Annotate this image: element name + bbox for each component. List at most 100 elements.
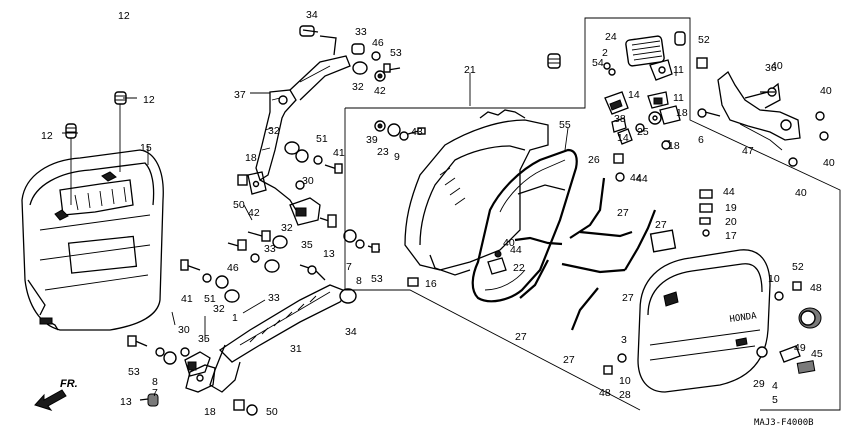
callout-21: 21 [464,64,476,76]
callout-24: 24 [605,31,617,43]
callout-13: 13 [323,248,335,260]
callout-27: 27 [617,207,629,219]
callout-28: 28 [619,389,631,401]
callout-31: 31 [290,343,302,355]
callout-18: 18 [245,152,257,164]
callout-32: 32 [268,125,280,137]
callout-52: 52 [792,261,804,273]
callout-41: 41 [333,147,345,159]
callout-32: 32 [281,222,293,234]
callout-12: 12 [143,94,155,106]
callout-7: 7 [152,387,158,399]
callout-44: 44 [636,173,648,185]
fasteners-center [374,120,426,141]
callout-35: 35 [301,239,313,251]
callout-49: 49 [794,342,806,354]
straps-27 [514,177,657,331]
front-direction-label: FR. [60,378,78,390]
callout-20: 20 [725,216,737,228]
callout-19: 19 [725,202,737,214]
callout-18: 18 [676,107,688,119]
callout-3: 3 [621,334,627,346]
callout-13: 13 [120,396,132,408]
pad-38 [649,229,677,253]
callout-32: 32 [352,81,364,93]
grommet-12-left-b [114,91,127,172]
callout-40: 40 [771,60,783,72]
callout-43: 43 [411,126,423,138]
callout-27: 27 [515,331,527,343]
callout-37: 37 [234,89,246,101]
callout-40: 40 [503,237,515,249]
callout-48: 48 [810,282,822,294]
callout-50: 50 [266,406,278,418]
callout-38: 38 [614,113,626,125]
callout-53: 53 [390,47,402,59]
callout-29: 29 [753,378,765,390]
callout-10: 10 [768,273,780,285]
callout-44: 44 [723,186,735,198]
callout-8: 8 [356,275,362,287]
hinge-36 [696,57,829,167]
callout-32: 32 [213,303,225,315]
callout-5: 5 [772,394,778,406]
inner-case-21 [404,109,549,276]
callout-12: 12 [118,10,130,22]
callout-42: 42 [248,207,260,219]
callout-34: 34 [306,9,318,21]
callout-46: 46 [372,37,384,49]
callout-30: 30 [178,324,190,336]
stay-37 [255,89,297,211]
bracket-18-upper [247,171,267,195]
clip-16 [407,277,419,287]
callout-53: 53 [128,366,140,378]
callout-50: 50 [233,199,245,211]
callout-44: 44 [630,172,642,184]
callout-11: 11 [673,64,684,76]
callout-15: 15 [140,142,152,154]
callout-23: 23 [377,146,389,158]
callout-33: 33 [355,26,367,38]
front-direction-arrow: FR. [34,378,78,411]
callout-35: 35 [198,333,210,345]
callout-54: 54 [592,57,604,69]
callout-55: 55 [559,119,571,131]
right-small-parts [603,189,822,375]
callout-27: 27 [563,354,575,366]
callout-33: 33 [264,243,276,255]
callout-18: 18 [204,406,216,418]
stay-upper-bracket [289,25,351,101]
callout-27: 27 [622,292,634,304]
diagram-code: MAJ3-F4000B [754,418,814,428]
callout-12: 12 [41,130,53,142]
leader-lines [62,66,677,340]
outer-lid: HONDA [637,249,771,393]
callout-6: 6 [698,134,704,146]
callout-40: 40 [823,157,835,169]
group-frame-lines [344,17,841,411]
clip-35-lower [184,351,211,377]
callout-42: 42 [374,85,386,97]
callout-22: 22 [513,262,525,274]
callout-2: 2 [602,47,608,59]
callout-44: 44 [510,244,522,256]
callout-53: 53 [371,273,383,285]
callout-34: 34 [345,326,357,338]
callout-4: 4 [772,380,778,392]
callout-27: 27 [655,219,667,231]
saddlebag-left [21,149,164,331]
callout-11: 11 [673,92,684,104]
callout-9: 9 [394,151,400,163]
callout-51: 51 [316,133,328,145]
callout-45: 45 [811,348,823,360]
svg-text:HONDA: HONDA [729,311,758,325]
callout-14: 14 [617,132,629,144]
frame-55 [471,148,578,303]
callout-10: 10 [619,375,631,387]
fasteners-left [127,29,401,416]
clip-35-upper [289,197,321,226]
callout-30: 30 [302,175,314,187]
callout-18: 18 [668,140,680,152]
